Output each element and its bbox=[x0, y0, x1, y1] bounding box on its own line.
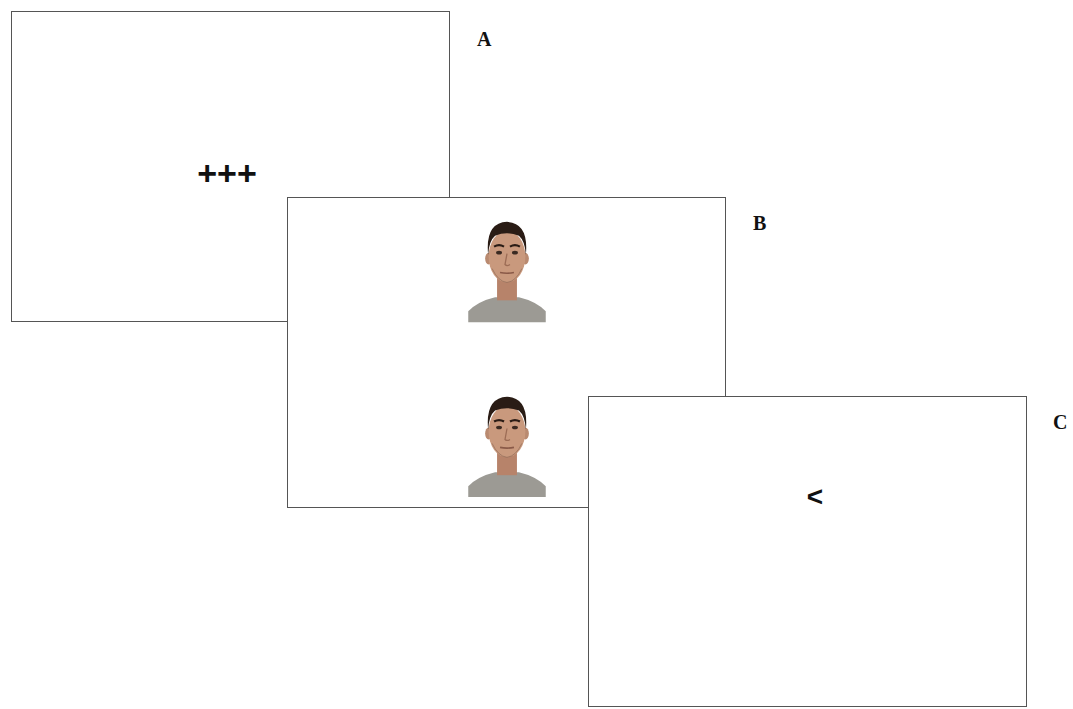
probe-arrow: < bbox=[807, 483, 823, 511]
panel-letter: C bbox=[1053, 412, 1067, 432]
panel-letter: B bbox=[753, 213, 766, 233]
fixation-cross: +++ bbox=[197, 156, 257, 190]
panel-letter: A bbox=[477, 29, 491, 49]
screen-probe: C< bbox=[588, 396, 1027, 707]
